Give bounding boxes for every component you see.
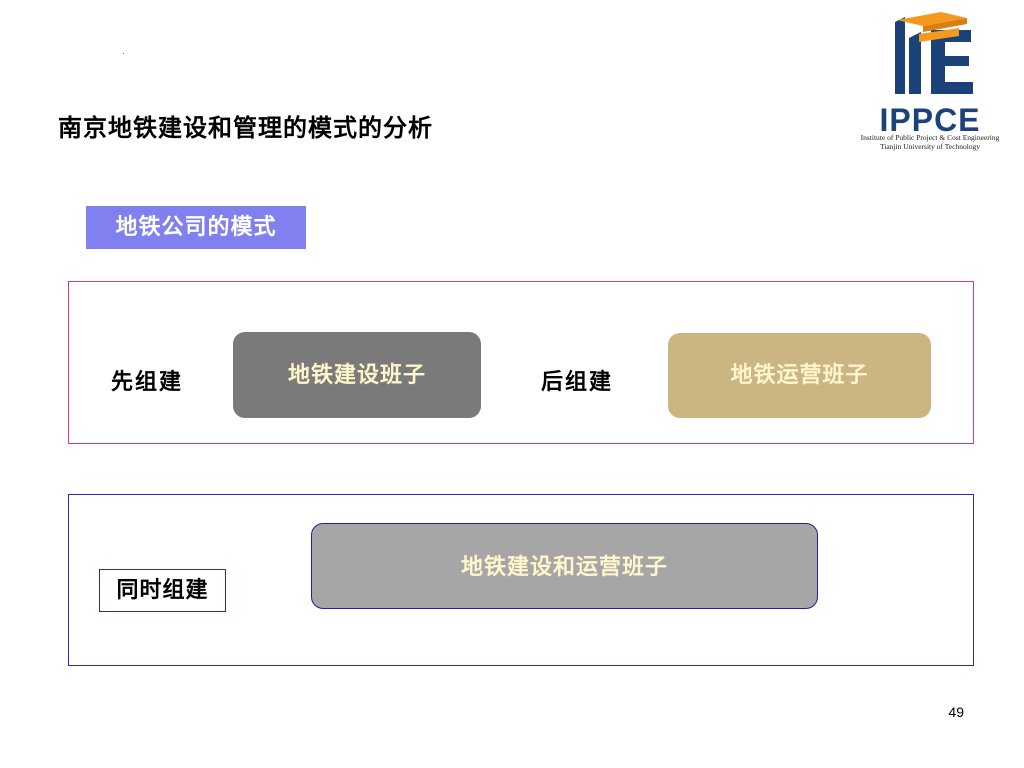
later-build-label: 后组建 [541, 369, 614, 395]
logo-university-line: Tianjin University of Technology [879, 142, 981, 151]
logo-brand: IPPCE [879, 102, 981, 138]
simultaneous-build-label: 同时组建 [99, 569, 226, 612]
slide-title: 南京地铁建设和管理的模式的分析 [58, 113, 433, 142]
section-label: 地铁公司的模式 [86, 206, 306, 249]
logo-institute-line: Institute of Public Project & Cost Engin… [860, 133, 1000, 142]
combined-team-box: 地铁建设和运营班子 [311, 523, 818, 609]
first-build-label: 先组建 [111, 369, 184, 395]
ippce-logo: IPPCE Institute of Public Project & Cost… [845, 8, 1015, 153]
ippce-logo-mark [895, 12, 973, 94]
operations-team-box: 地铁运营班子 [668, 333, 931, 418]
page-number: 49 [948, 704, 964, 720]
slide-dot: . [122, 46, 125, 57]
construction-team-box: 地铁建设班子 [233, 332, 481, 418]
